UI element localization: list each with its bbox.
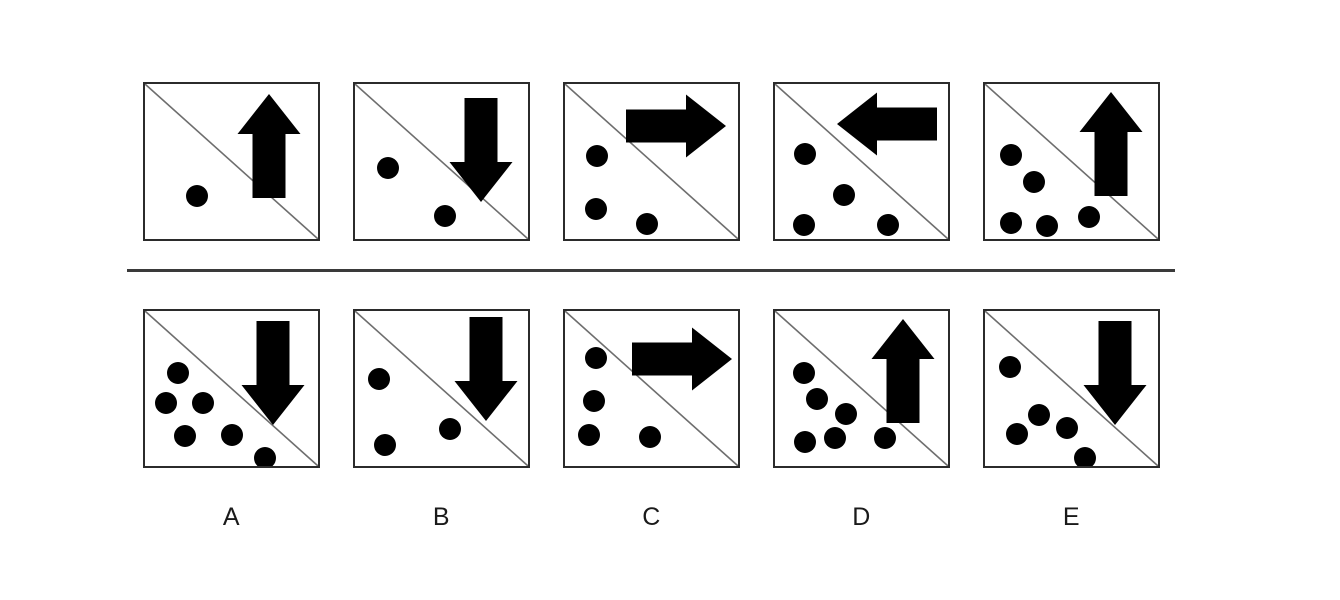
dot-1 [586, 145, 608, 167]
problem-panel-2 [353, 82, 530, 241]
answer-option-a-figure [145, 311, 318, 466]
answer-option-e[interactable] [983, 309, 1160, 468]
arrow-up-icon [871, 319, 935, 423]
arrow-right-icon [632, 327, 732, 391]
problem-panel-2-figure [355, 84, 528, 239]
dot-4 [174, 425, 196, 447]
row-divider [127, 269, 1175, 272]
dot-6 [874, 427, 896, 449]
dot-4 [1036, 215, 1058, 237]
dot-2 [1028, 404, 1050, 426]
arrow-down-icon [241, 321, 305, 425]
dot-1 [1000, 144, 1022, 166]
dot-1 [368, 368, 390, 390]
diagonal-line [775, 311, 948, 466]
diagonal-line [145, 84, 318, 239]
dot-4 [1006, 423, 1028, 445]
problem-panel-5 [983, 82, 1160, 241]
dot-3 [1056, 417, 1078, 439]
diagonal-line [355, 311, 528, 466]
dot-2 [374, 434, 396, 456]
dot-1 [585, 347, 607, 369]
dot-2 [155, 392, 177, 414]
dot-1 [186, 185, 208, 207]
arrow-left-icon [837, 92, 937, 156]
dot-4 [639, 426, 661, 448]
dot-2 [585, 198, 607, 220]
dot-2 [434, 205, 456, 227]
dot-3 [793, 214, 815, 236]
dot-3 [439, 418, 461, 440]
problem-panel-4 [773, 82, 950, 241]
problem-panel-3 [563, 82, 740, 241]
dot-5 [1074, 447, 1096, 466]
answer-option-d[interactable] [773, 309, 950, 468]
dot-3 [835, 403, 857, 425]
arrow-down-icon [449, 98, 513, 202]
answer-option-d-figure [775, 311, 948, 466]
diagonal-line [775, 84, 948, 239]
arrow-down-icon [1083, 321, 1147, 425]
diagonal-line [145, 311, 318, 466]
answer-option-c[interactable] [563, 309, 740, 468]
dot-4 [794, 431, 816, 453]
problem-panel-4-figure [775, 84, 948, 239]
dot-2 [806, 388, 828, 410]
problem-panel-3-figure [565, 84, 738, 239]
option-label-e: E [1062, 503, 1081, 531]
option-label-a: A [222, 503, 241, 531]
dot-5 [824, 427, 846, 449]
option-label-b: B [432, 503, 451, 531]
answer-option-a[interactable] [143, 309, 320, 468]
problem-panel-5-figure [985, 84, 1158, 239]
problem-panel-1 [143, 82, 320, 241]
dot-6 [254, 447, 276, 466]
option-label-c: C [642, 503, 661, 531]
dot-3 [578, 424, 600, 446]
problem-panel-1-figure [145, 84, 318, 239]
dot-1 [794, 143, 816, 165]
dot-5 [1078, 206, 1100, 228]
dot-1 [377, 157, 399, 179]
diagonal-line [565, 311, 738, 466]
dot-1 [793, 362, 815, 384]
arrow-up-icon [237, 94, 301, 198]
arrow-right-icon [626, 94, 726, 158]
diagonal-line [355, 84, 528, 239]
answer-option-c-figure [565, 311, 738, 466]
dot-3 [636, 213, 658, 235]
arrow-down-icon [454, 317, 518, 421]
arrow-up-icon [1079, 92, 1143, 196]
diagonal-line [985, 84, 1158, 239]
dot-2 [1023, 171, 1045, 193]
dot-3 [192, 392, 214, 414]
diagonal-line [985, 311, 1158, 466]
dot-5 [221, 424, 243, 446]
dot-1 [167, 362, 189, 384]
answer-option-e-figure [985, 311, 1158, 466]
dot-4 [877, 214, 899, 236]
dot-2 [833, 184, 855, 206]
answer-option-b[interactable] [353, 309, 530, 468]
answer-option-b-figure [355, 311, 528, 466]
diagonal-line [565, 84, 738, 239]
dot-2 [583, 390, 605, 412]
option-label-d: D [852, 503, 871, 531]
dot-1 [999, 356, 1021, 378]
dot-3 [1000, 212, 1022, 234]
